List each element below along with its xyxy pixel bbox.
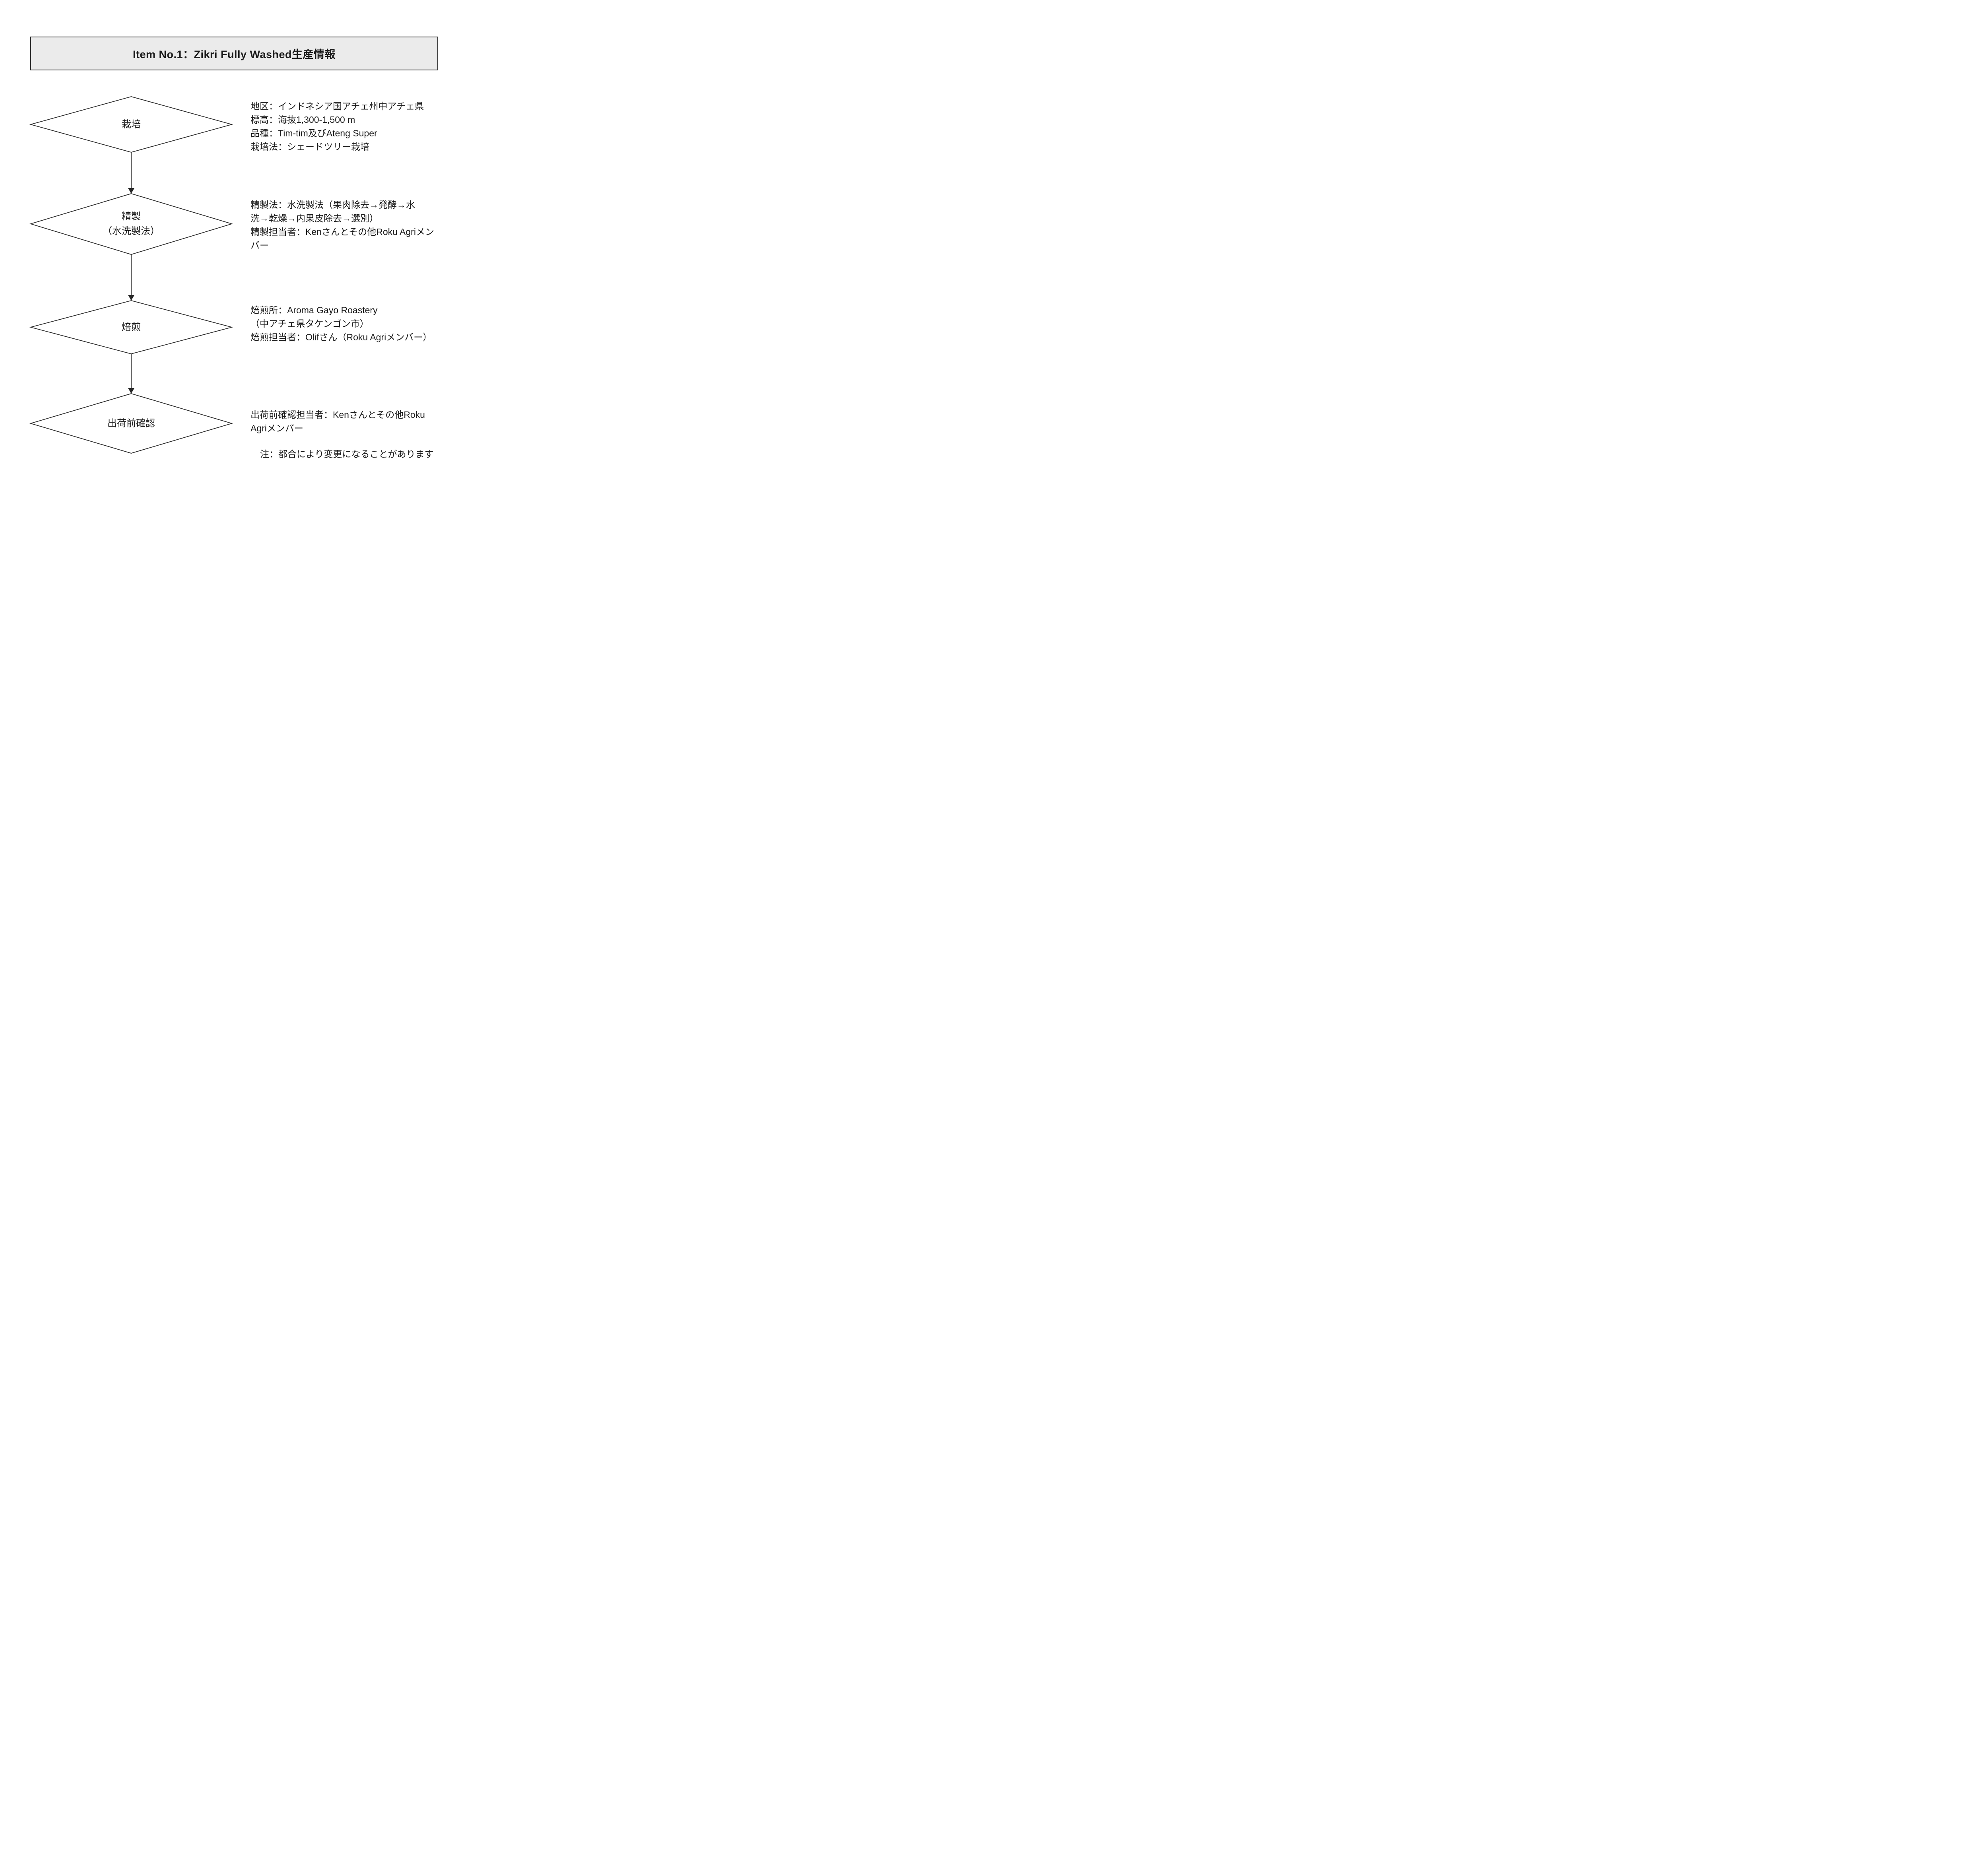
details-processing: 精製法：水洗製法（果肉除去→発酵→水 洗→乾燥→内果皮除去→選別） 精製担当者：… xyxy=(250,198,434,252)
arrow-down-2 xyxy=(128,254,134,301)
detail-line: （中アチェ県タケンゴン市） xyxy=(250,318,369,329)
diamond-roasting-shape xyxy=(29,300,233,354)
arrowhead-icon xyxy=(128,188,134,194)
details-roasting: 焙煎所：Aroma Gayo Roastery （中アチェ県タケンゴン市） 焙煎… xyxy=(250,303,432,344)
arrowhead-icon xyxy=(128,388,134,394)
detail-line: バー xyxy=(250,240,269,250)
title-box: Item No.1：Zikri Fully Washed生産情報 xyxy=(30,37,438,70)
arrowhead-icon xyxy=(128,295,134,301)
diamond-preshipment-check-shape xyxy=(29,393,233,454)
arrow-down-1 xyxy=(128,152,134,194)
footnote: 注：都合により変更になることがあります xyxy=(260,449,434,459)
details-preshipment-check: 出荷前確認担当者：Kenさんとその他Roku Agriメンバー xyxy=(250,408,425,435)
detail-line: 精製担当者：Kenさんとその他Roku Agriメン xyxy=(250,227,434,237)
detail-line: 標高：海抜1,300-1,500 m xyxy=(250,115,355,125)
detail-line: 焙煎所：Aroma Gayo Roastery xyxy=(250,305,378,315)
detail-line: Agriメンバー xyxy=(250,423,303,433)
detail-line: 精製法：水洗製法（果肉除去→発酵→水 xyxy=(250,200,415,210)
detail-line: 栽培法：シェードツリー栽培 xyxy=(250,142,369,152)
diamond-processing-shape xyxy=(29,193,233,255)
detail-line: 品種：Tim-tim及びAteng Super xyxy=(250,128,377,138)
detail-line: 焙煎担当者：Olifさん（Roku Agriメンバー） xyxy=(250,332,432,342)
diamond-cultivation-shape xyxy=(29,96,233,153)
page-title: Item No.1：Zikri Fully Washed生産情報 xyxy=(132,49,336,60)
detail-line: 出荷前確認担当者：Kenさんとその他Roku xyxy=(250,410,425,420)
detail-line: 地区：インドネシア国アチェ州中アチェ県 xyxy=(250,101,424,111)
details-cultivation: 地区：インドネシア国アチェ州中アチェ県 標高：海抜1,300-1,500 m 品… xyxy=(250,99,424,153)
flowchart-page: Item No.1：Zikri Fully Washed生産情報 栽培 精製 （… xyxy=(0,0,497,468)
detail-line: 洗→乾燥→内果皮除去→選別） xyxy=(250,213,379,223)
arrow-down-3 xyxy=(128,354,134,394)
flowchart-canvas xyxy=(29,96,233,454)
